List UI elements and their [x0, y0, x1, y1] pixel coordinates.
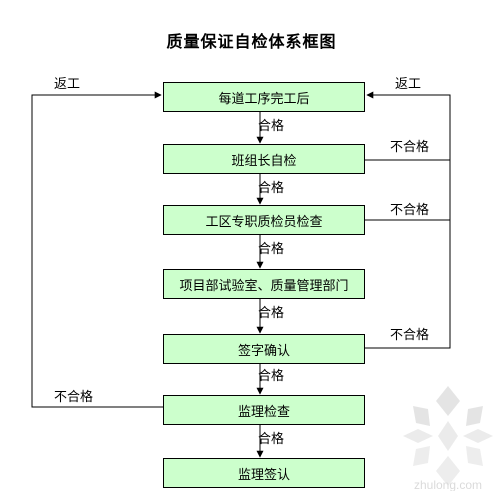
diagram-title: 质量保证自检体系框图	[166, 32, 337, 51]
left-loop-line	[31, 91, 163, 408]
step-box-5: 签字确认	[163, 334, 365, 364]
fail-label: 不合格	[390, 140, 430, 155]
fail-line-5	[365, 160, 451, 349]
pass-label: 合格	[258, 369, 285, 384]
right-loop-line	[365, 91, 451, 161]
pass-label: 合格	[258, 242, 285, 257]
pass-label: 合格	[258, 432, 285, 447]
step-box-1: 每道工序完工后	[163, 82, 365, 112]
fail-label: 不合格	[54, 390, 94, 405]
step-box-3: 工区专职质检员检查	[163, 205, 365, 235]
step-box-7: 监理签认	[163, 458, 365, 488]
zhulong-logo-watermark: zhulong.com	[403, 386, 493, 491]
rework-label: 返工	[54, 77, 81, 92]
fail-label: 不合格	[390, 203, 430, 218]
step-box-4: 项目部试验室、质量管理部门	[163, 269, 365, 299]
step-box-6: 监理检查	[163, 395, 365, 425]
fail-label: 不合格	[390, 328, 430, 343]
pass-label: 合格	[258, 119, 285, 134]
step-box-2: 班组长自检	[163, 144, 365, 174]
pass-label: 合格	[258, 306, 285, 321]
watermark-text: zhulong.com	[414, 478, 482, 491]
rework-label: 返工	[395, 77, 422, 92]
pass-label: 合格	[258, 181, 285, 196]
